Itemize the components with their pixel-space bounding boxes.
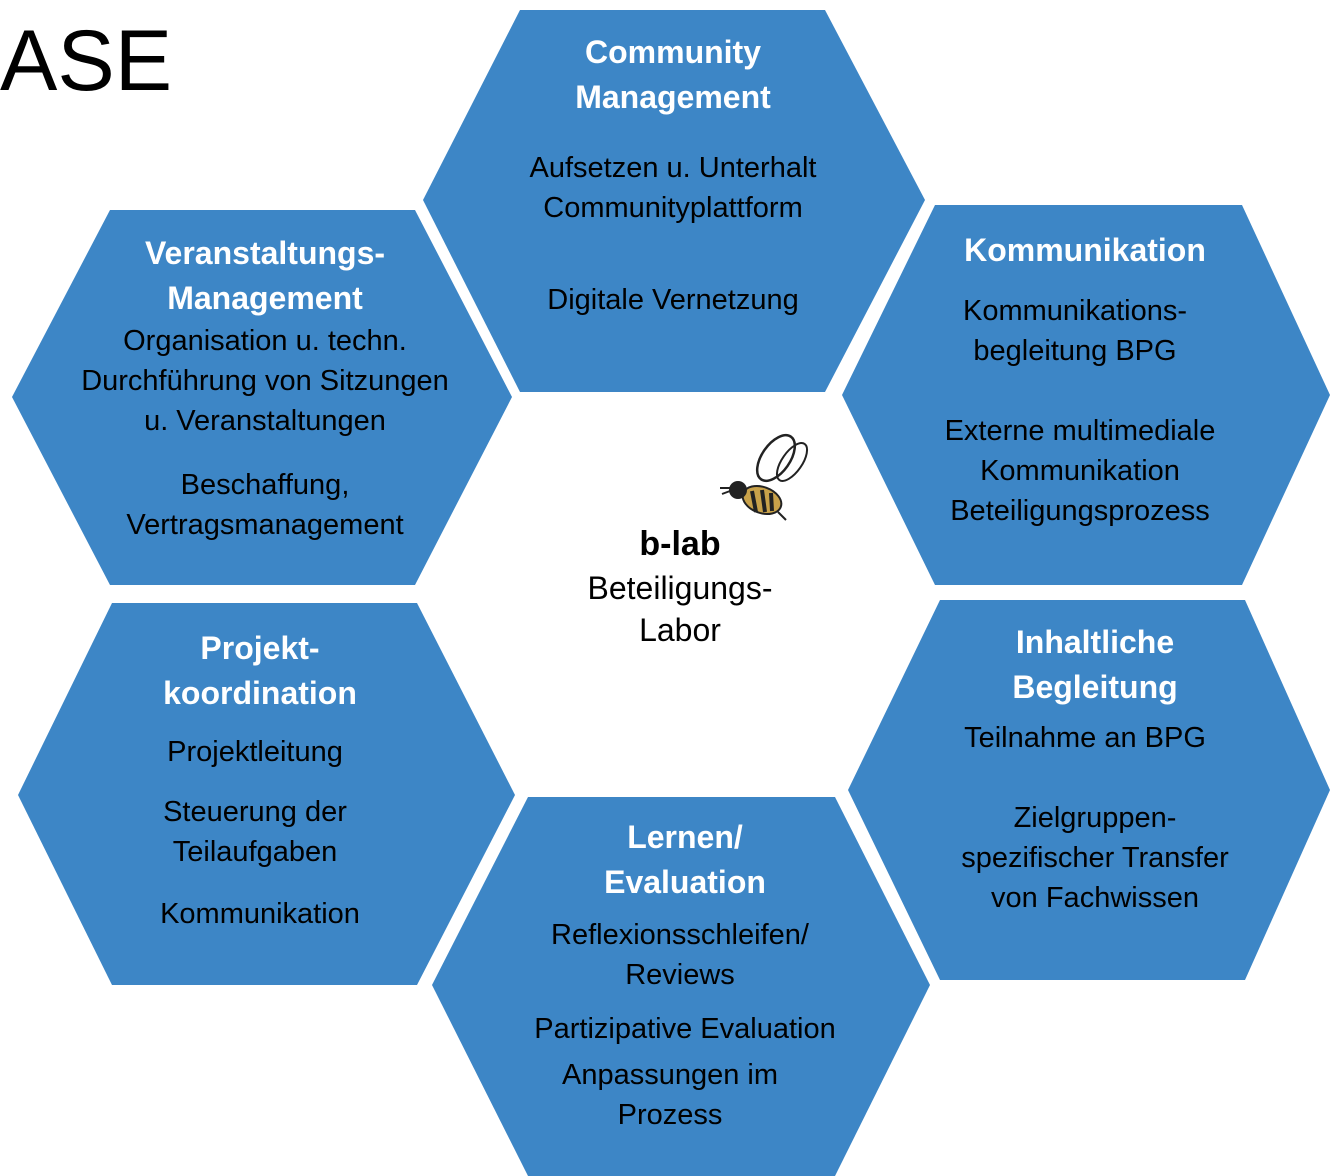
page-title-fragment: ASE bbox=[0, 13, 173, 109]
lernen-item-1-line-1: Reflexionsschleifen/ bbox=[551, 918, 809, 951]
community-title-line-2: Management bbox=[575, 78, 771, 115]
projektkoordination-text: Projekt- koordination Projektleitung Ste… bbox=[95, 626, 425, 934]
community-item-1-line-1: Aufsetzen u. Unterhalt bbox=[529, 151, 817, 184]
hexagon-kommunikation bbox=[842, 205, 1330, 585]
center-brand-block: b-lab Beteiligungs- Labor bbox=[560, 522, 800, 651]
inhalt-item-2-line-1: Zielgruppen- bbox=[1013, 801, 1177, 834]
veranstaltung-title-line-2: Management bbox=[167, 279, 363, 316]
lernen-item-3-line-1: Anpassungen im bbox=[561, 1058, 779, 1091]
hexagon-projektkoordination bbox=[18, 603, 515, 985]
veranstaltung-item-2-line-1: Beschaffung, bbox=[180, 468, 350, 501]
veranstaltung-item-1-line-2: Durchführung von Sitzungen bbox=[81, 364, 449, 397]
kommunikation-item-2-line-1: Externe multimediale bbox=[944, 414, 1216, 447]
lernen-item-1-line-2: Reviews bbox=[625, 958, 735, 991]
lernen-item-2: Partizipative Evaluation bbox=[534, 1012, 836, 1045]
inhalt-title-line-2: Begleitung bbox=[1012, 668, 1178, 705]
hexagon-lernen-evaluation bbox=[432, 797, 930, 1176]
lernen-title-line-1: Lernen/ bbox=[627, 819, 743, 855]
community-title-line-1: Community bbox=[585, 34, 761, 70]
lernen-item-3-line-2: Prozess bbox=[617, 1098, 723, 1131]
projekt-title-line-1: Projekt- bbox=[200, 630, 320, 666]
lernen-title-line-2: Evaluation bbox=[604, 863, 766, 900]
kommunikation-item-1-line-1: Kommunikations- bbox=[962, 294, 1188, 327]
brand-subtitle-line-1: Beteiligungs- bbox=[587, 569, 773, 606]
projekt-item-3: Kommunikation bbox=[160, 897, 360, 930]
veranstaltung-title-line-1: Veranstaltungs- bbox=[144, 235, 386, 271]
kommunikation-item-2-line-3: Beteiligungsprozess bbox=[950, 494, 1210, 527]
inhalt-item-1: Teilnahme an BPG bbox=[964, 721, 1206, 754]
inhalt-item-2-line-2: spezifischer Transfer bbox=[961, 841, 1229, 874]
veranstaltung-management-text: Veranstaltungs- Management Organisation … bbox=[55, 231, 475, 545]
brand-subtitle-line-2: Labor bbox=[639, 612, 721, 649]
community-item-1-line-2: Communityplattform bbox=[543, 191, 803, 224]
inhalt-title-line-1: Inhaltliche bbox=[1015, 624, 1175, 660]
veranstaltung-item-1-line-1: Organisation u. techn. bbox=[123, 324, 407, 357]
community-management-text: Community Management Aufsetzen u. Unterh… bbox=[473, 30, 873, 320]
brand-name: b-lab bbox=[639, 525, 721, 563]
veranstaltung-item-2-line-2: Vertragsmanagement bbox=[126, 508, 404, 541]
hexagon-veranstaltungs-management bbox=[12, 210, 512, 585]
lernen-evaluation-text: Lernen/ Evaluation Reflexionsschleifen/ … bbox=[500, 815, 870, 1135]
projekt-item-2-line-2: Teilaufgaben bbox=[172, 835, 338, 868]
projekt-title-line-2: koordination bbox=[163, 674, 357, 711]
inhaltliche-begleitung-text: Inhaltliche Begleitung Teilnahme an BPG … bbox=[925, 620, 1265, 918]
projekt-item-1: Projektleitung bbox=[167, 735, 343, 768]
kommunikation-item-1-line-2: begleitung BPG bbox=[973, 334, 1177, 367]
kommunikation-text: Kommunikation Kommunikations- begleitung… bbox=[905, 228, 1265, 531]
kommunikation-item-2-line-2: Kommunikation bbox=[980, 454, 1180, 487]
projekt-item-2-line-1: Steuerung der bbox=[163, 795, 347, 828]
veranstaltung-item-1-line-3: u. Veranstaltungen bbox=[144, 404, 386, 437]
kommunikation-title: Kommunikation bbox=[964, 232, 1206, 268]
inhalt-item-2-line-3: von Fachwissen bbox=[991, 881, 1199, 914]
community-item-2: Digitale Vernetzung bbox=[547, 283, 799, 316]
bee-icon bbox=[720, 433, 809, 521]
hexagon-community-management bbox=[423, 10, 925, 392]
hexagon-inhaltliche-begleitung bbox=[848, 600, 1330, 980]
